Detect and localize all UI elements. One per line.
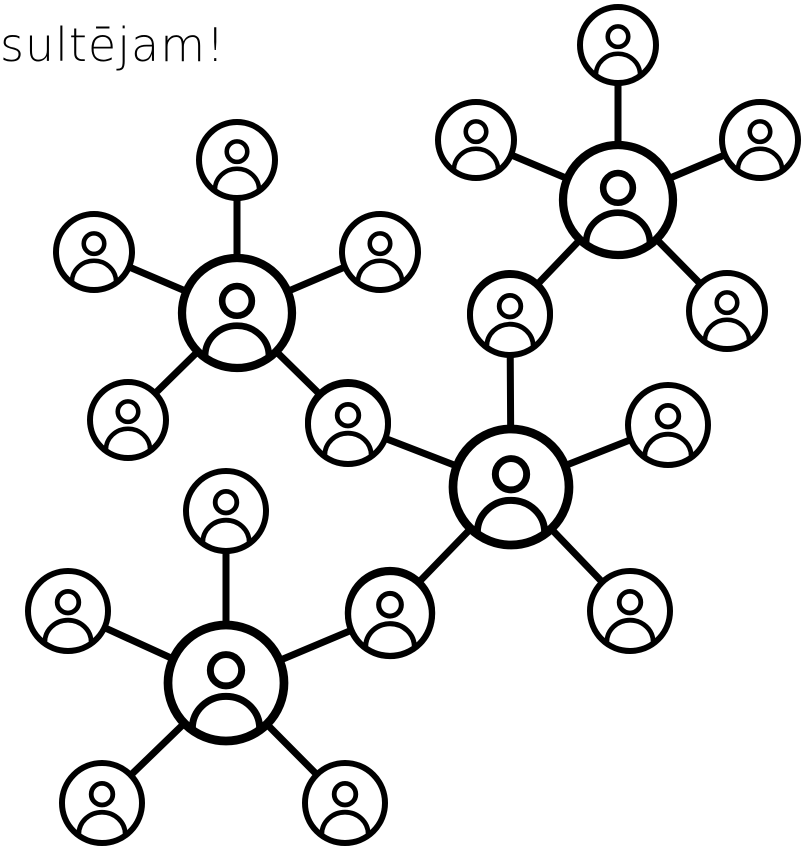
spoke-node-upper-left-4 [87,379,169,461]
headline-text: sultējam! [0,18,226,72]
network-nodes [25,4,801,846]
spoke-node-upper-left-3 [339,211,421,293]
user-avatar-icon [42,589,94,645]
user-avatar-icon [604,589,656,645]
spoke-node-upper-left-1 [196,119,278,201]
spoke-node-lower-left-3 [344,568,436,660]
user-avatar-icon [735,119,785,172]
user-avatar-icon [451,119,501,172]
spoke-node-top-right-2 [435,99,517,181]
spoke-node-center-2 [305,381,391,467]
user-avatar-icon [200,489,252,545]
user-avatar-icon [363,590,417,650]
spoke-node-center-3 [625,382,711,468]
spoke-node-center-1 [467,272,553,358]
hub-node-center [448,424,574,550]
spoke-node-center-4 [587,568,673,654]
hub-node-upper-left [177,253,297,373]
spoke-node-top-right-4 [686,270,768,352]
user-avatar-icon [319,781,371,837]
user-avatar-icon [484,293,536,349]
spoke-node-lower-left-2 [25,568,111,654]
user-avatar-icon [188,651,264,732]
user-avatar-icon [201,282,273,360]
user-avatar-icon [212,139,262,192]
user-avatar-icon [582,169,654,247]
user-avatar-icon [642,403,694,459]
user-avatar-icon [473,455,549,536]
user-avatar-icon [69,231,119,284]
hub-node-top-right [558,140,678,260]
user-avatar-icon [76,781,128,837]
spoke-node-top-right-3 [719,99,801,181]
spoke-node-lower-left-4 [59,760,145,846]
user-avatar-icon [103,399,153,452]
user-avatar-icon [593,24,643,77]
spoke-node-top-right-1 [577,4,659,86]
spoke-node-upper-left-2 [53,211,135,293]
user-avatar-icon [702,290,752,343]
spoke-node-lower-left-5 [302,760,388,846]
hub-node-lower-left [163,620,289,746]
user-avatar-icon [355,231,405,284]
spoke-node-lower-left-1 [183,468,269,554]
user-avatar-icon [322,402,374,458]
